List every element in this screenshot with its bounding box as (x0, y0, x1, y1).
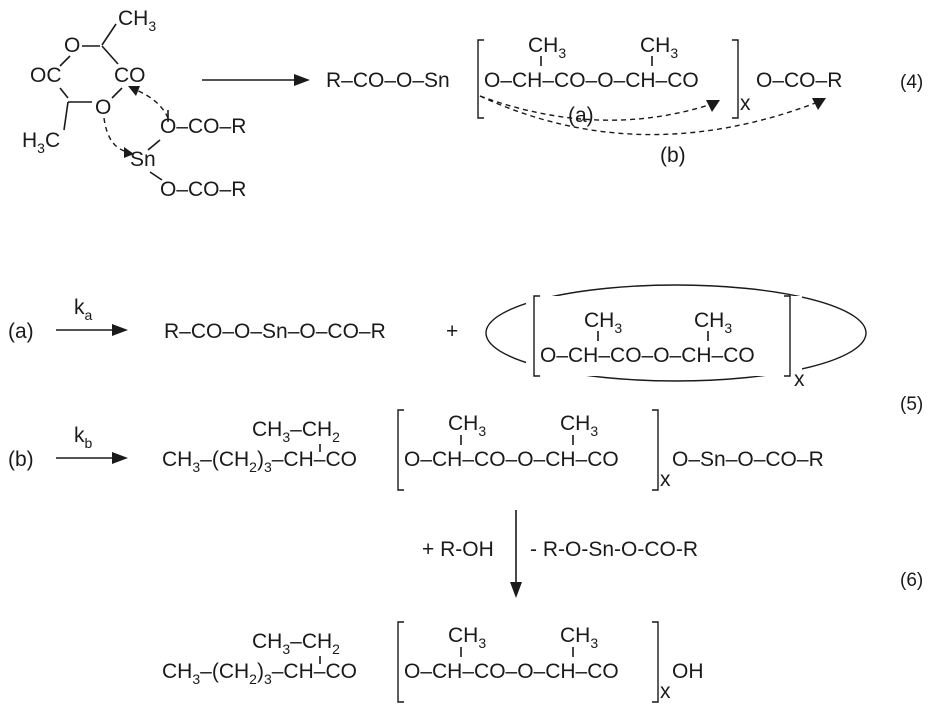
product4-right: O–CO–R (756, 69, 842, 92)
p6-ethylhexyl-group: CH3–(CH2)3–CH–CO (162, 660, 357, 687)
b-repeat-x: x (660, 468, 671, 491)
ring-ch3-a: CH3 (584, 309, 622, 336)
monomer-carbonyl-right: CO (114, 64, 146, 87)
p6-ch3-a: CH3 (448, 624, 486, 651)
p6-branch: CH3–CH2 (252, 630, 340, 657)
reaction-5a-arrow (56, 324, 128, 336)
ring-repeat-unit: O–CH–CO–O–CH–CO (540, 344, 755, 367)
p6-repeat-unit: O–CH–CO–O–CH–CO (404, 660, 619, 683)
b-branch: CH3–CH2 (252, 418, 340, 445)
attack-paths: (a) (b) (479, 95, 826, 167)
product4-ch3-a: CH3 (528, 34, 566, 61)
monomer-h3c-left: H3C (22, 129, 60, 156)
coordination-arrows (103, 86, 169, 158)
p6-hydroxyl-end: OH (672, 660, 704, 683)
equation-6-number: (6) (900, 570, 923, 591)
product4-repeat-unit: O–CH–CO–O–CH–CO (484, 69, 699, 92)
plus-sign: + (446, 320, 458, 343)
path-a-label: (a) (568, 104, 594, 127)
product4-repeat-x: x (740, 92, 751, 115)
monomer-ch3-top: CH3 (118, 7, 156, 34)
product4-ch3-b: CH3 (640, 34, 678, 61)
hydroxyl-terminated-polymer: CH3–CH2 CH3–(CH2)3–CH–CO O–CH–CO–O–CH–CO… (162, 621, 704, 703)
equation-5-number: (5) (900, 394, 923, 415)
ring-repeat-x: x (794, 368, 805, 391)
ring-ch3-b: CH3 (694, 309, 732, 336)
catalyst-ester-lower: O–CO–R (160, 178, 246, 201)
ester-terminated-polymer: CH3–CH2 CH3–(CH2)3–CH–CO O–CH–CO–O–CH–CO… (162, 409, 824, 491)
path-b-step-label: (b) (8, 448, 34, 471)
b-tin-end-group: O–Sn–O–CO–R (672, 448, 824, 471)
cyclization-byproduct: R–CO–O–Sn–O–CO–R (164, 320, 386, 343)
rate-constant-a: ka (74, 296, 93, 323)
equation-4-number: (4) (900, 72, 923, 93)
reaction-4-arrow (202, 74, 310, 86)
p6-ch3-b: CH3 (560, 624, 598, 651)
monomer-carbonyl-left: OC (30, 64, 62, 87)
leaving-tin-species: - R-O-Sn-O-CO-R (530, 538, 698, 561)
path-b-label: (b) (660, 144, 686, 167)
b-ch3-b: CH3 (560, 412, 598, 439)
b-repeat-unit: O–CH–CO–O–CH–CO (404, 448, 619, 471)
rate-constant-b: kb (74, 424, 93, 451)
b-ch3-a: CH3 (448, 412, 486, 439)
lactide-monomer: CH3 O OC CO O H3C (22, 7, 156, 156)
catalyst-tin: Sn (130, 148, 156, 171)
monomer-ring-oxygen-lower: O (95, 96, 111, 119)
cyclic-oligomer: O–CH–CO–O–CH–CO CH3 CH3 x (485, 284, 867, 391)
p6-repeat-x: x (660, 680, 671, 703)
catalyst-ester-upper: O–CO–R (160, 115, 246, 138)
reaction-6-arrow (510, 510, 522, 598)
reagent-alcohol: + R-OH (422, 538, 494, 561)
stannous-polymer-product: R–CO–O–Sn O–CH–CO–O–CH–CO CH3 CH3 x O–CO… (326, 34, 842, 119)
path-a-step-label: (a) (8, 320, 34, 343)
product4-left: R–CO–O–Sn (326, 69, 450, 92)
ring-closure (485, 284, 867, 382)
tin-catalyst: O–CO–R Sn O–CO–R (130, 110, 246, 201)
monomer-ring-oxygen-upper: O (64, 34, 80, 57)
reaction-5b-arrow (56, 452, 128, 464)
b-ethylhexyl-group: CH3–(CH2)3–CH–CO (162, 448, 357, 475)
